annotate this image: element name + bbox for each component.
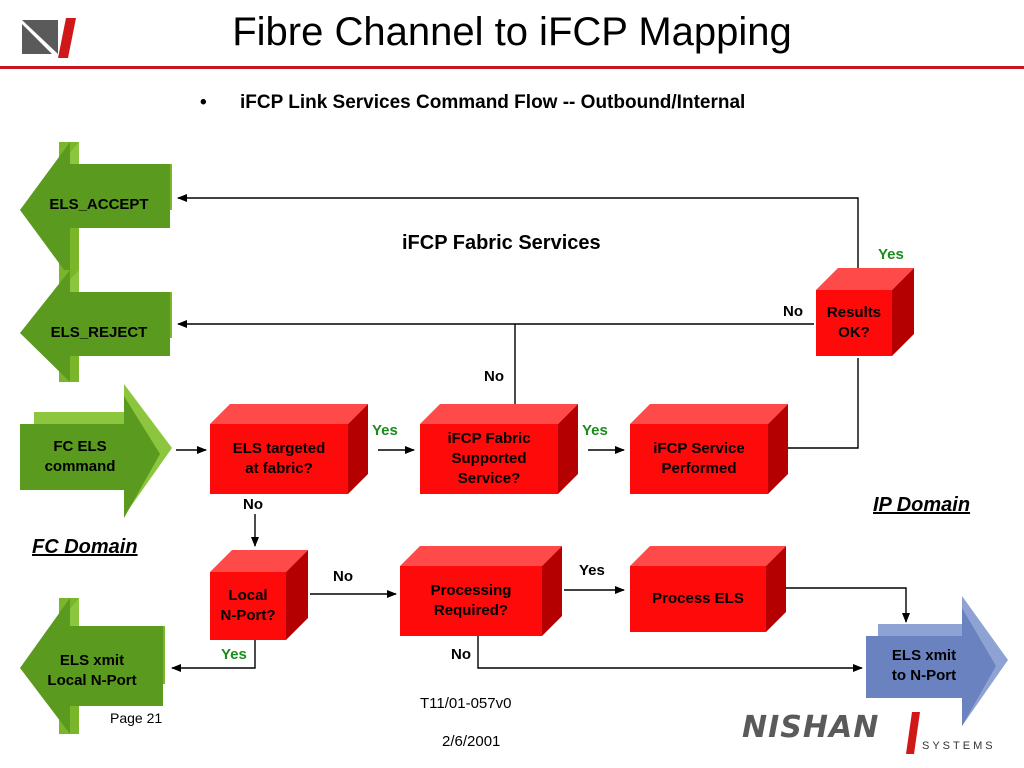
- document-date: 2/6/2001: [442, 733, 501, 750]
- edge-label-no-processing: No: [451, 646, 471, 663]
- local-nport-box-shape: [210, 550, 308, 640]
- ifcp-supported-box-shape: [420, 404, 578, 494]
- nishan-logo-text: NISHAN: [742, 710, 880, 745]
- fc-els-command-arrow-shape: [20, 384, 172, 518]
- connector-processing-no-to-xmit: [477, 636, 863, 672]
- processing-required-box-shape: [400, 546, 562, 636]
- connector-performed-to-results: [788, 358, 859, 449]
- document-id: T11/01-057v0: [420, 695, 512, 712]
- title-divider: [0, 66, 1024, 69]
- edge-label-no-local: No: [333, 568, 353, 585]
- bullet-glyph: •: [200, 92, 207, 113]
- els-accept-label: ELS_ACCEPT: [49, 196, 149, 213]
- els-reject-arrow-shape: [20, 270, 172, 382]
- nishan-logo: NISHAN SYSTEMS: [742, 710, 1012, 760]
- els-targeted-box-shape: [210, 404, 368, 494]
- process-els-box-shape: [630, 546, 786, 632]
- edge-label-yes-targeted: Yes: [372, 422, 398, 439]
- company-mark-icon: [18, 14, 82, 60]
- nishan-logo-subtext: SYSTEMS: [922, 740, 996, 752]
- subtitle-text: iFCP Link Services Command Flow -- Outbo…: [240, 92, 746, 113]
- edge-label-no-supported: No: [484, 368, 504, 385]
- edge-label-no-results: No: [783, 303, 803, 320]
- page-title: Fibre Channel to iFCP Mapping: [232, 10, 792, 54]
- nishan-slash-icon: [906, 712, 920, 754]
- edge-label-no-targeted: No: [243, 496, 263, 513]
- els-reject-label: ELS_REJECT: [50, 324, 148, 341]
- fc-domain-label: FC Domain: [32, 536, 138, 558]
- edge-label-yes-local: Yes: [221, 646, 247, 663]
- edge-label-yes-results: Yes: [878, 246, 904, 263]
- connector-results-to-accept: [177, 194, 859, 268]
- subtitle: • iFCP Link Services Command Flow -- Outb…: [200, 92, 745, 114]
- els-xmit-local-arrow-shape: [20, 598, 165, 734]
- page-number: Page 21: [110, 710, 163, 726]
- edge-label-yes-processing: Yes: [579, 562, 605, 579]
- results-ok-box-shape: [816, 268, 914, 356]
- ip-domain-label: IP Domain: [873, 494, 971, 516]
- connector-process-to-xmit: [786, 587, 910, 623]
- process-els-label: Process ELS: [652, 590, 744, 607]
- ifcp-performed-box-shape: [630, 404, 788, 494]
- els-xmit-nport-arrow-shape: [866, 596, 1008, 726]
- section-label: iFCP Fabric Services: [402, 232, 601, 254]
- connector-local-yes-to-xmit-local: [171, 640, 256, 672]
- els-accept-arrow-shape: [20, 142, 172, 278]
- edge-label-yes-supported: Yes: [582, 422, 608, 439]
